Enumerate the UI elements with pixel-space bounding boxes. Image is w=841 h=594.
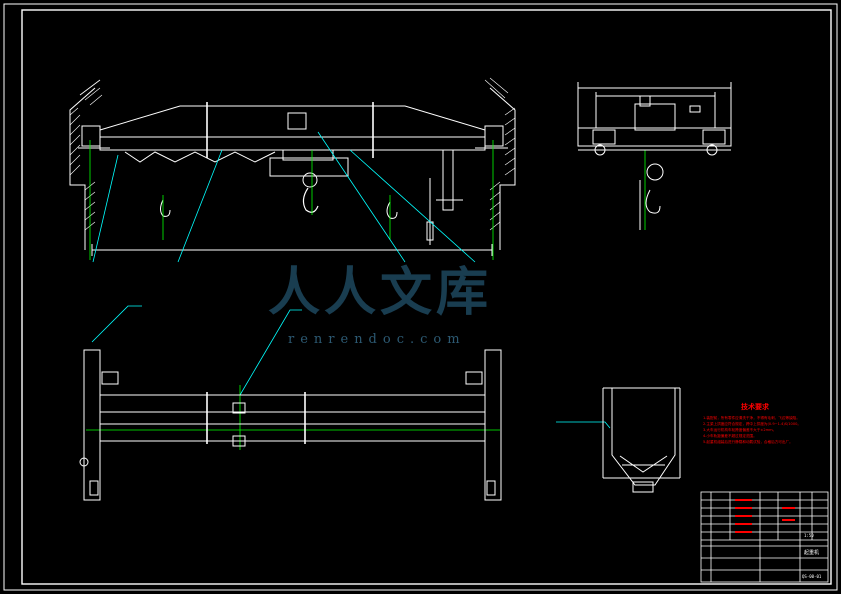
tech-note-2: 2.主梁上拱度应符合规定，跨中上拱度为(0.9~1.4)S/1000。 xyxy=(703,421,801,426)
hook-left xyxy=(160,199,171,217)
watermark-url: renrendoc.com xyxy=(288,332,466,347)
outer-border xyxy=(3,3,838,591)
front-elevation-view xyxy=(69,77,516,256)
tech-note-1: 1.装配前，所有零件应清洗干净，不得有毛刺、飞边等缺陷。 xyxy=(703,415,800,420)
drawing-number: QS-00-01 xyxy=(802,574,822,579)
title-block-red-entries xyxy=(735,499,795,533)
girder-section-view xyxy=(602,387,681,493)
title-block xyxy=(700,491,829,583)
end-carriage-right xyxy=(484,349,502,501)
leader-lines xyxy=(91,131,611,429)
drawing-scale: 1:50 xyxy=(804,533,814,538)
end-carriage-left xyxy=(83,349,101,501)
girder-plan xyxy=(99,394,486,442)
watermark-text: 人人文库 xyxy=(268,263,493,323)
left-wall xyxy=(69,79,103,250)
hook-right xyxy=(386,201,398,219)
plan-view xyxy=(79,349,502,501)
tech-note-3: 3.大车运行机构车轮跨度偏差不大于±2mm。 xyxy=(703,427,776,432)
right-wall xyxy=(484,77,516,250)
tech-note-5: 5.起重机组装后进行静载和动载试验，合格后方可出厂。 xyxy=(703,439,793,444)
tech-note-4: 4.小车轨距偏差不超过规定范围。 xyxy=(703,433,757,438)
control-column xyxy=(442,149,454,211)
centerlines xyxy=(86,140,646,450)
drawing-name: 起重机 xyxy=(804,549,819,556)
inner-border xyxy=(21,9,832,585)
side-view xyxy=(577,82,732,230)
hoist-trolley xyxy=(269,112,349,213)
girder-truss xyxy=(124,151,276,163)
tech-requirements-title: 技术要求 xyxy=(741,402,770,411)
